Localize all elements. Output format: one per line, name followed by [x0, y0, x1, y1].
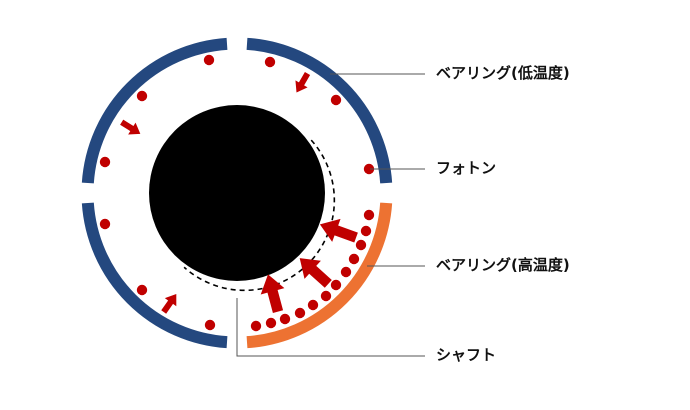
photon-dot	[307, 299, 319, 311]
photon-arrow-icon	[299, 258, 332, 288]
photon-dot	[265, 317, 277, 329]
photon-dot	[203, 54, 215, 66]
photon-dot	[136, 90, 148, 102]
photon-dot	[363, 163, 375, 175]
photon-dot	[330, 279, 342, 291]
photon-dot	[340, 266, 352, 278]
photon-dot	[264, 56, 276, 68]
photon-arrow-icon	[295, 71, 311, 93]
bearing-high-arc-bottom-right	[246, 202, 393, 349]
photon-arrow-icon	[319, 218, 358, 243]
photon-arrow-icon	[120, 119, 141, 135]
label-shaft: シャフト	[436, 346, 497, 364]
photon-dot	[360, 225, 372, 237]
photon-dot	[99, 218, 111, 230]
photon-dot	[363, 209, 375, 221]
photon-dot	[294, 307, 306, 319]
bearing-low-arc-bottom-left	[81, 202, 228, 349]
photon-dot	[204, 319, 216, 331]
photon-dot	[136, 284, 148, 296]
label-photon: フォトン	[436, 159, 497, 177]
shaft-shape	[149, 105, 325, 281]
leader-line-shaft	[236, 298, 425, 357]
label-bearing-high: ベアリング(高温度)	[436, 256, 570, 274]
photon-dot	[99, 156, 111, 168]
photon-dot	[330, 94, 342, 106]
photon-dot	[320, 290, 332, 302]
photon-dot	[348, 253, 360, 265]
bearing-low-arc-top-left	[81, 37, 228, 184]
label-bearing-low: ベアリング(低温度)	[436, 64, 570, 82]
photon-arrow-icon	[161, 293, 177, 314]
photon-dot	[355, 239, 367, 251]
photon-arrow-icon	[260, 274, 285, 313]
bearing-low-arc-top-right	[246, 37, 393, 184]
photon-dot	[250, 320, 262, 332]
photon-dot	[279, 313, 291, 325]
